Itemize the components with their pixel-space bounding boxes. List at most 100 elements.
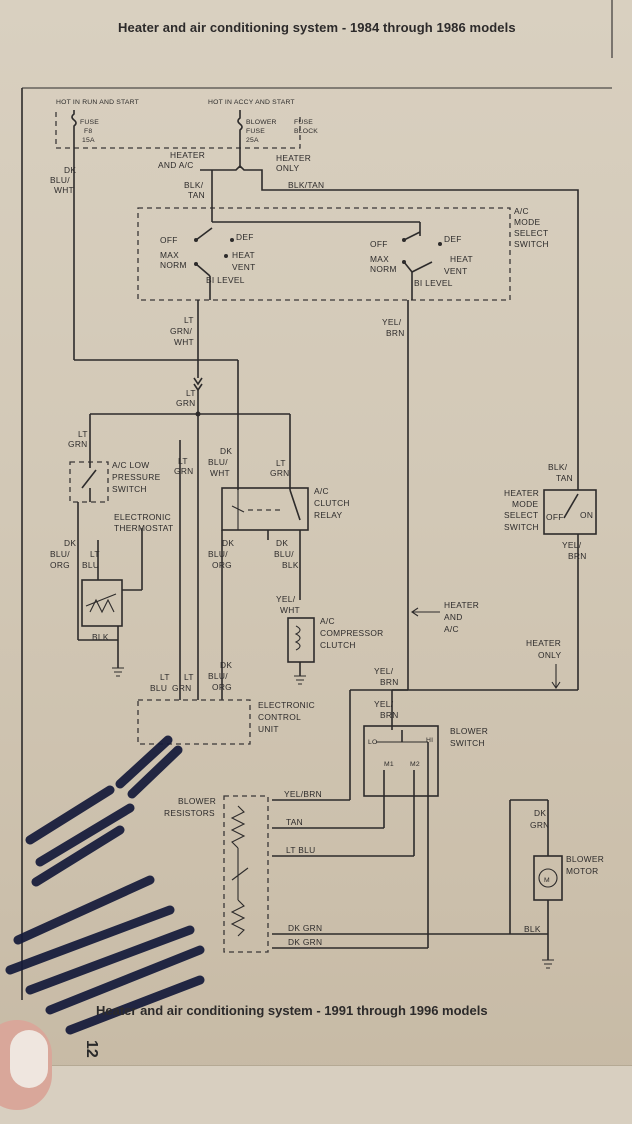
svg-text:BI LEVEL: BI LEVEL <box>206 275 245 285</box>
svg-text:LT: LT <box>184 672 194 682</box>
ac-mode-select-switch-box <box>137 207 511 301</box>
svg-text:A/C: A/C <box>320 616 335 626</box>
ac-clutch-relay-box <box>221 487 309 531</box>
svg-text:LT: LT <box>160 672 170 682</box>
svg-text:SWITCH: SWITCH <box>450 738 485 748</box>
svg-text:BLK/TAN: BLK/TAN <box>288 180 324 190</box>
svg-text:DK: DK <box>222 538 234 548</box>
svg-text:YEL/: YEL/ <box>374 666 394 676</box>
blower-switch-box <box>363 725 439 797</box>
svg-text:HEATER: HEATER <box>276 153 311 163</box>
svg-text:UNIT: UNIT <box>258 724 279 734</box>
svg-text:BLOWER: BLOWER <box>246 119 277 126</box>
svg-text:DEF: DEF <box>236 232 254 242</box>
svg-text:A/C: A/C <box>514 206 529 216</box>
svg-text:PRESSURE: PRESSURE <box>112 472 161 482</box>
top-diagram-title: Heater and air conditioning system - 198… <box>118 20 516 35</box>
svg-text:ELECTRONIC: ELECTRONIC <box>258 700 315 710</box>
label-hot-run-start: HOT IN RUN AND START <box>56 99 139 106</box>
svg-text:CLUTCH: CLUTCH <box>320 640 356 650</box>
svg-text:SELECT: SELECT <box>504 510 538 520</box>
svg-text:SWITCH: SWITCH <box>112 484 147 494</box>
svg-text:BLU/: BLU/ <box>208 457 228 467</box>
ground-symbol-thermostat <box>112 667 124 677</box>
svg-text:BLOWER: BLOWER <box>566 854 604 864</box>
svg-text:LT: LT <box>276 458 286 468</box>
svg-text:TAN: TAN <box>556 473 573 483</box>
svg-text:LT BLU: LT BLU <box>286 845 315 855</box>
svg-text:TAN: TAN <box>188 190 205 200</box>
svg-text:RELAY: RELAY <box>314 510 342 520</box>
svg-text:MODE: MODE <box>512 499 538 509</box>
svg-text:M: M <box>544 877 550 884</box>
svg-text:DK: DK <box>276 538 288 548</box>
svg-text:LT: LT <box>90 549 100 559</box>
svg-text:BLU/: BLU/ <box>208 549 228 559</box>
svg-text:HEAT: HEAT <box>450 254 473 264</box>
svg-text:AND A/C: AND A/C <box>158 160 194 170</box>
blower-resistors-box <box>223 795 269 953</box>
svg-text:RESISTORS: RESISTORS <box>164 808 215 818</box>
svg-text:GRN: GRN <box>530 820 550 830</box>
svg-text:YEL/: YEL/ <box>276 594 296 604</box>
svg-text:DK GRN: DK GRN <box>288 923 322 933</box>
svg-text:HEATER: HEATER <box>526 638 561 648</box>
svg-text:BLOWER: BLOWER <box>178 796 216 806</box>
svg-text:M1: M1 <box>384 761 394 768</box>
svg-text:SWITCH: SWITCH <box>514 239 549 249</box>
svg-text:YEL/: YEL/ <box>382 317 402 327</box>
svg-text:BLU/: BLU/ <box>50 549 70 559</box>
svg-text:F8: F8 <box>84 128 92 135</box>
svg-text:M2: M2 <box>410 761 420 768</box>
page-bottom-edge <box>0 1065 632 1124</box>
svg-text:DEF: DEF <box>444 234 462 244</box>
svg-text:A/C LOW: A/C LOW <box>112 460 149 470</box>
svg-text:DK: DK <box>220 446 232 456</box>
svg-text:NORM: NORM <box>160 260 187 270</box>
svg-text:NORM: NORM <box>370 264 397 274</box>
svg-text:ONLY: ONLY <box>538 650 561 660</box>
svg-text:BLK/: BLK/ <box>548 462 568 472</box>
heater-mode-select-switch-box <box>543 489 597 535</box>
wire-blk-tan-top <box>200 164 579 490</box>
svg-text:15A: 15A <box>82 137 95 144</box>
svg-text:BRN: BRN <box>568 551 587 561</box>
ac-low-pressure-switch-box <box>69 461 109 503</box>
svg-text:YEL/: YEL/ <box>374 699 394 709</box>
svg-text:TAN: TAN <box>286 817 303 827</box>
svg-text:COMPRESSOR: COMPRESSOR <box>320 628 384 638</box>
svg-text:FUSE: FUSE <box>294 119 313 126</box>
svg-text:GRN: GRN <box>270 468 290 478</box>
scribble-marks-mid <box>25 785 135 887</box>
svg-text:CLUTCH: CLUTCH <box>314 498 350 508</box>
svg-text:WHT: WHT <box>210 468 230 478</box>
blower-fuse-symbol <box>237 110 243 140</box>
svg-text:DK: DK <box>64 538 76 548</box>
svg-text:THERMOSTAT: THERMOSTAT <box>114 523 173 533</box>
svg-text:VENT: VENT <box>444 266 468 276</box>
label-hot-accy-start: HOT IN ACCY AND START <box>208 99 295 106</box>
svg-text:GRN: GRN <box>68 439 88 449</box>
svg-text:A/C: A/C <box>444 624 459 634</box>
ground-symbol-motor <box>542 959 554 969</box>
scribble-marks-upper <box>115 735 183 799</box>
svg-text:LO: LO <box>368 739 377 746</box>
svg-text:CONTROL: CONTROL <box>258 712 301 722</box>
ground-symbol-compressor <box>294 675 306 685</box>
svg-text:OFF: OFF <box>546 512 564 522</box>
svg-text:YEL/: YEL/ <box>562 540 582 550</box>
svg-text:GRN: GRN <box>176 398 196 408</box>
svg-text:LT: LT <box>184 315 194 325</box>
svg-text:BLOWER: BLOWER <box>450 726 488 736</box>
fuse-f8-symbol <box>71 110 77 130</box>
scribble-marks-lower <box>5 875 205 1035</box>
svg-text:ELECTRONIC: ELECTRONIC <box>114 512 171 522</box>
svg-text:BLU: BLU <box>150 683 167 693</box>
svg-text:FUSE: FUSE <box>80 119 99 126</box>
svg-text:AND: AND <box>444 612 463 622</box>
svg-text:ORG: ORG <box>212 682 232 692</box>
page-number: 12 <box>83 1040 100 1058</box>
svg-text:BLU/: BLU/ <box>274 549 294 559</box>
